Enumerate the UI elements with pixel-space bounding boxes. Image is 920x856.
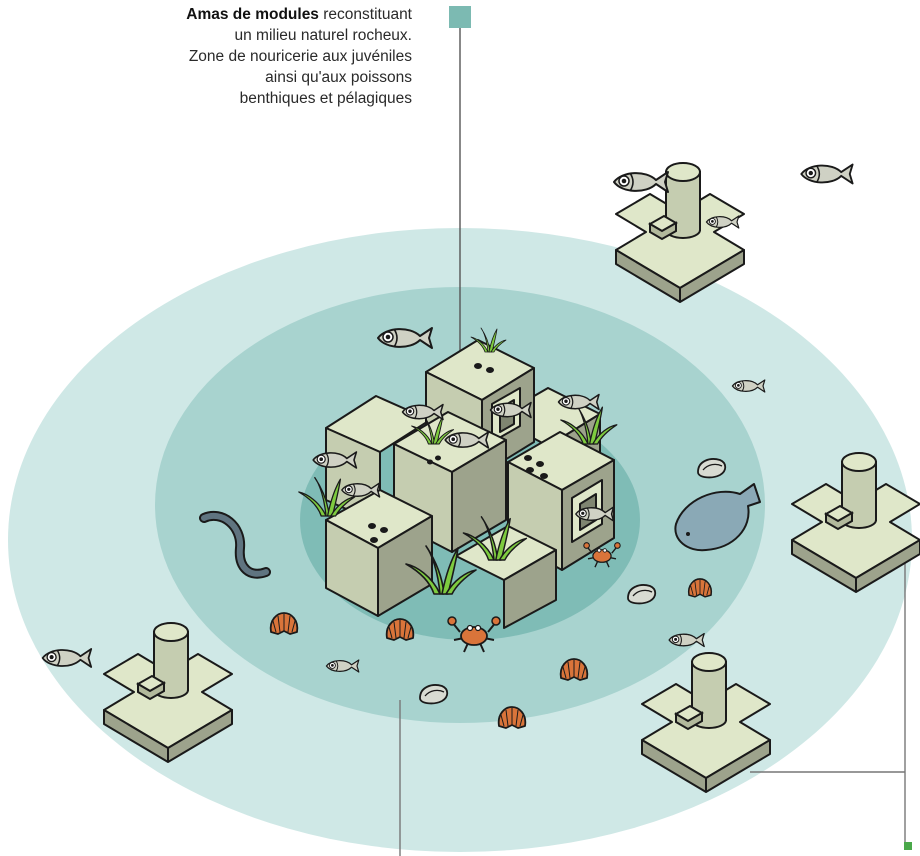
caption-line-4: ainsi qu'aux poissons [265, 69, 412, 86]
oyster-icon [419, 684, 449, 705]
caption-line-5: benthiques et pélagiques [239, 90, 412, 107]
scallop-icon [385, 618, 415, 641]
oyster-icon [627, 584, 657, 605]
fish-icon [613, 171, 669, 193]
caption-title: Amas de modules [186, 6, 319, 23]
scallop-icon [687, 578, 713, 598]
flatfish-icon [674, 483, 761, 552]
caption-line-3: Zone de nouricerie aux juvéniles [188, 48, 412, 65]
oyster-icon [697, 458, 727, 479]
fish-icon [800, 163, 854, 185]
annotation-caption: Amas de modules reconstituant un milieu … [60, 4, 412, 109]
scallop-icon [497, 706, 527, 729]
leader-lines-secondary [399, 560, 906, 856]
caption-line-1: Amas de modules reconstituant [186, 6, 412, 23]
square-marker-icon [449, 6, 471, 28]
module-cluster [325, 339, 615, 629]
small-marker-icon [904, 842, 912, 850]
module-holes [368, 363, 548, 543]
caption-line-2: un milieu naturel rocheux. [234, 27, 413, 44]
scallop-icon [269, 612, 299, 635]
scallop-icon [559, 658, 589, 681]
